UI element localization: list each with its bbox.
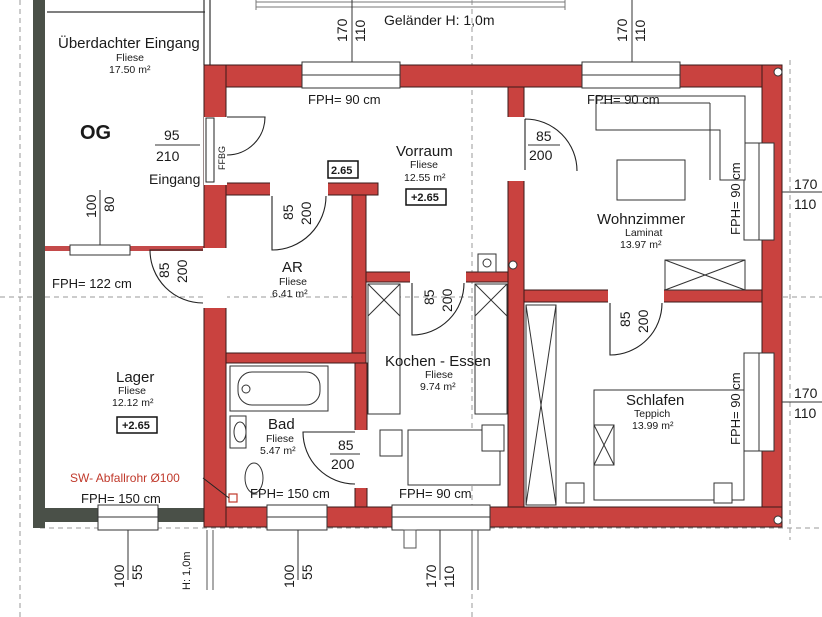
entry-label: Eingang [149, 171, 200, 187]
room-area-wohnzimmer: 13.97 m² [620, 239, 662, 251]
door-dim-lager-2: 200 [174, 259, 190, 283]
bathtub [229, 365, 329, 412]
windows [69, 61, 775, 531]
dim-top-right-1: 170 [614, 18, 630, 42]
door-code: FFBG [217, 146, 227, 170]
dim-top-right-2: 110 [632, 19, 648, 42]
sink [229, 415, 247, 449]
room-name-covered-entrance: Überdachter Eingang [58, 34, 200, 52]
wardrobe [525, 304, 557, 506]
room-material-covered-entrance: Fliese [116, 52, 144, 64]
room-material-bad: Fliese [266, 433, 294, 445]
room-name-vorraum: Vorraum [396, 143, 453, 160]
fph-label-bottom-lager: FPH= 150 cm [81, 491, 161, 506]
dim-bottom-2a: 100 [281, 564, 297, 588]
covered-entrance-outline [47, 0, 211, 65]
dim-bottom-3b: 110 [441, 565, 457, 588]
dim-left-window-2: 80 [101, 196, 117, 212]
room-material-kochen-essen: Fliese [425, 369, 453, 381]
left-exterior-wall [33, 0, 45, 528]
fph-label-lager-window: FPH= 122 cm [52, 276, 132, 291]
annex-lines [206, 529, 479, 590]
room-material-vorraum: Fliese [410, 159, 438, 171]
drain-pipe [228, 493, 238, 503]
door-dim-kitchen-1: 85 [421, 289, 437, 305]
door-dim-ar-2: 200 [298, 201, 314, 225]
dim-top-left-2: 110 [352, 19, 368, 42]
room-name-kochen-essen: Kochen - Essen [385, 353, 491, 370]
dim-bottom-2b: 55 [299, 564, 315, 580]
railing [255, 0, 566, 10]
room-area-vorraum: 12.55 m² [404, 172, 446, 184]
kitchen-units [367, 283, 508, 486]
entry-door-width: 95 [164, 127, 180, 143]
dimension-ticks [99, 0, 822, 580]
door-dim-bad-2: 200 [331, 456, 355, 472]
level-badge-ar-text: 2.65 [331, 165, 352, 177]
fph-label-bottom-kitchen: FPH= 90 cm [399, 486, 472, 501]
pipe-label: SW- Abfallrohr Ø100 [70, 471, 180, 485]
drain-pipe-leader [202, 477, 230, 499]
dim-left-window-1: 100 [83, 194, 99, 218]
room-material-schlafen: Teppich [634, 408, 670, 420]
door-dim-schlafen-2: 200 [635, 309, 651, 333]
level-badge-lager-text: +2.65 [122, 420, 150, 432]
room-area-covered-entrance: 17.50 m² [109, 64, 151, 76]
fph-label-top-right: FPH= 90 cm [587, 92, 660, 107]
dim-bottom-1a: 100 [111, 564, 127, 588]
entry-door-leaf [205, 117, 215, 183]
fph-label-bottom-bad: FPH= 150 cm [250, 486, 330, 501]
door-dim-schlafen-1: 85 [617, 311, 633, 327]
door-dim-lager-1: 85 [156, 262, 172, 278]
level-badge-lager [116, 416, 158, 434]
height-label-bottom: H: 1,0m [181, 551, 193, 590]
room-material-wohnzimmer: Laminat [625, 227, 662, 239]
room-area-lager: 12.12 m² [112, 397, 154, 409]
tv-unit [664, 259, 746, 291]
door-dim-bad-1: 85 [338, 437, 354, 453]
door-dim-kitchen-2: 200 [439, 288, 455, 312]
fph-label-right-upper: FPH= 90 cm [728, 162, 743, 235]
room-material-ar: Fliese [279, 276, 307, 288]
dim-top-left-1: 170 [334, 18, 350, 42]
fph-label-right-lower: FPH= 90 cm [728, 372, 743, 445]
dim-right-lower-2: 110 [794, 405, 817, 421]
room-area-bad: 5.47 m² [260, 445, 296, 457]
room-name-schlafen: Schlafen [626, 392, 684, 409]
door-swings [149, 116, 663, 485]
level-label: OG [80, 122, 111, 144]
railing-label: Geländer H: 1,0m [384, 12, 495, 28]
door-dim-ar-1: 85 [280, 204, 296, 220]
room-name-bad: Bad [268, 416, 295, 433]
dim-bottom-3a: 170 [423, 564, 439, 588]
room-name-ar: AR [282, 259, 303, 276]
dim-right-upper-1: 170 [794, 176, 818, 192]
room-name-lager: Lager [116, 369, 154, 386]
room-area-ar: 6.41 m² [272, 288, 308, 300]
toilet [244, 462, 264, 494]
entry-door-height: 210 [156, 148, 180, 164]
room-material-lager: Fliese [118, 385, 146, 397]
door-dim-wohnzimmer-2: 200 [529, 147, 553, 163]
level-badge-ar [327, 160, 359, 179]
room-area-kochen-essen: 9.74 m² [420, 381, 456, 393]
room-name-wohnzimmer: Wohnzimmer [597, 211, 685, 228]
axis-markers [773, 67, 783, 525]
dim-right-lower-1: 170 [794, 385, 818, 401]
door-dim-wohnzimmer-1: 85 [536, 128, 552, 144]
fph-label-top-left: FPH= 90 cm [308, 92, 381, 107]
level-badge-vorraum [405, 188, 447, 206]
dim-right-upper-2: 110 [794, 196, 817, 212]
level-badge-vorraum-text: +2.65 [411, 192, 439, 204]
room-area-schlafen: 13.99 m² [632, 420, 674, 432]
bed [565, 389, 745, 504]
boiler-symbol [477, 253, 518, 273]
dim-bottom-1b: 55 [129, 564, 145, 580]
sofa [595, 95, 746, 201]
